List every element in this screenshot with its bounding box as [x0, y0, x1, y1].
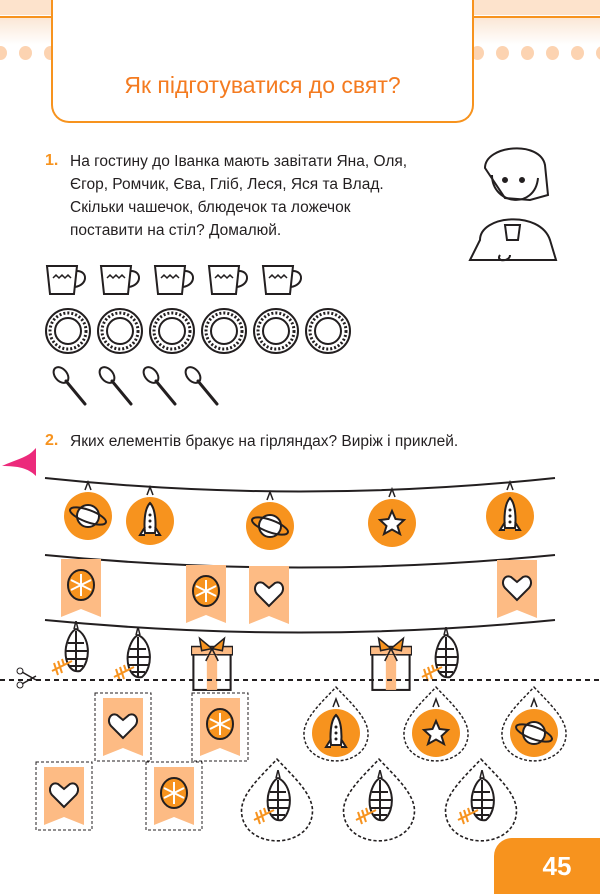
plate — [200, 307, 248, 355]
cutout-pieces — [35, 686, 567, 842]
cup — [262, 265, 303, 295]
star-ornament — [368, 489, 416, 547]
plates-row — [44, 307, 352, 355]
heart-flag-cutout[interactable] — [102, 698, 144, 758]
rocket-ornament — [126, 487, 174, 545]
task1-line: Єгор, Ромчик, Єва, Гліб, Леся, Яся та Вл… — [70, 176, 384, 193]
snowflake-flag-cutout[interactable] — [153, 767, 195, 827]
heart-flag — [248, 566, 290, 626]
snowflake-flag — [60, 559, 102, 619]
spoon — [184, 366, 219, 406]
gift-box — [191, 637, 233, 691]
task1-number: 1. — [45, 152, 59, 169]
task2-number: 2. — [45, 432, 59, 449]
planet-ornament — [64, 482, 112, 540]
planet-ornament — [246, 492, 294, 550]
garland-flags — [44, 554, 556, 626]
cup — [46, 265, 87, 295]
cups-row — [46, 265, 303, 295]
spoon — [52, 366, 87, 406]
plate — [96, 307, 144, 355]
heart-flag — [496, 560, 538, 620]
girl-with-cup-illustration — [468, 147, 558, 262]
task1-line: Скільки чашечок, блюдечок та ложечок — [70, 199, 351, 216]
plate — [148, 307, 196, 355]
page-number-badge: 45 — [494, 838, 600, 894]
task1-line: поставити на стіл? Домалюй. — [70, 222, 282, 239]
snowflake-flag — [185, 565, 227, 625]
spoons-row — [52, 366, 219, 406]
gift-box — [370, 637, 412, 691]
pinecone — [421, 627, 459, 682]
cup — [208, 265, 249, 295]
pinecone — [51, 621, 89, 676]
task1-line: На гостину до Іванка мають завітати Яна,… — [70, 153, 408, 170]
spoon — [142, 366, 177, 406]
heart-flag-cutout[interactable] — [43, 767, 85, 827]
scissors-icon — [21, 671, 37, 685]
spoon — [98, 366, 133, 406]
pink-arrow-icon — [2, 448, 36, 476]
garland-cones-gifts — [44, 619, 556, 691]
page-number: 45 — [542, 851, 572, 881]
task2-text: Яких елементів бракує на гірляндах? Вирі… — [70, 433, 459, 450]
garland-ornaments — [44, 477, 556, 550]
snowflake-flag-cutout[interactable] — [199, 698, 241, 758]
plate — [304, 307, 352, 355]
plate — [252, 307, 300, 355]
rocket-ornament — [486, 482, 534, 540]
task1-text: На гостину до Іванка мають завітати Яна,… — [70, 150, 407, 242]
title-box — [51, 0, 474, 123]
decorative-dots — [0, 46, 600, 60]
cup — [100, 265, 141, 295]
page-title: Як підготуватися до свят? — [124, 72, 401, 98]
plate — [44, 307, 92, 355]
cup — [154, 265, 195, 295]
pinecone — [113, 627, 151, 682]
